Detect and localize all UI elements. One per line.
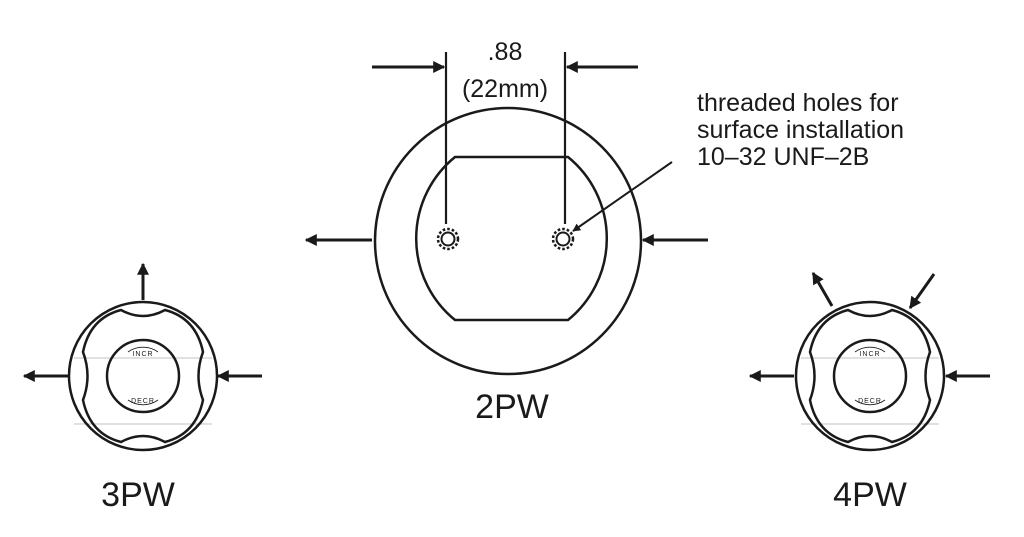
- valve-4pw-body: [794, 300, 946, 452]
- valve-2pw-body-inner: [414, 155, 609, 322]
- valve-3pw-knob: [81, 308, 205, 444]
- valve-2pw: .88 (22mm) 2PW: [304, 38, 708, 426]
- valve-4pw-label: 4PW: [833, 476, 907, 514]
- valve-2pw-label: 2PW: [475, 388, 549, 426]
- threaded-holes-note: threaded holes for surface installation …: [697, 89, 904, 171]
- valve-4pw-incr-text: INCR: [859, 351, 880, 358]
- valve-2pw-body-outer: [373, 106, 643, 376]
- valve-3pw: INCR DECR 3PW: [22, 262, 262, 514]
- threaded-hole-left: [436, 227, 460, 251]
- valve-4pw-decr-text: DECR: [858, 398, 882, 405]
- dimension-value: .88: [488, 38, 523, 66]
- valve-3pw-dial: [105, 338, 181, 414]
- valve-3pw-incr-text: INCR: [132, 351, 153, 358]
- valve-3pw-body: [67, 300, 219, 452]
- dimension-metric: (22mm): [462, 75, 548, 103]
- valve-4pw-decr-arc: [854, 399, 886, 406]
- valve-4pw-arrow-up-left: [811, 271, 834, 307]
- note-line-2: surface installation: [697, 116, 904, 144]
- note-line-1: threaded holes for: [697, 89, 899, 117]
- valve-4pw: INCR DECR 4PW: [748, 271, 990, 514]
- valve-4pw-knob: [808, 308, 932, 444]
- valve-3pw-decr-text: DECR: [131, 398, 155, 405]
- valve-3pw-label: 3PW: [101, 476, 175, 514]
- valve-3pw-incr-arc: [127, 346, 159, 353]
- valve-4pw-arrow-in-top-right: [908, 273, 936, 309]
- note-leader-arrow: [572, 161, 673, 232]
- valve-4pw-incr-arc: [854, 346, 886, 353]
- valve-4pw-dial: [832, 338, 908, 414]
- threaded-hole-right: [551, 227, 575, 251]
- valve-3pw-decr-arc: [127, 399, 159, 406]
- note-line-3: 10–32 UNF–2B: [697, 143, 869, 171]
